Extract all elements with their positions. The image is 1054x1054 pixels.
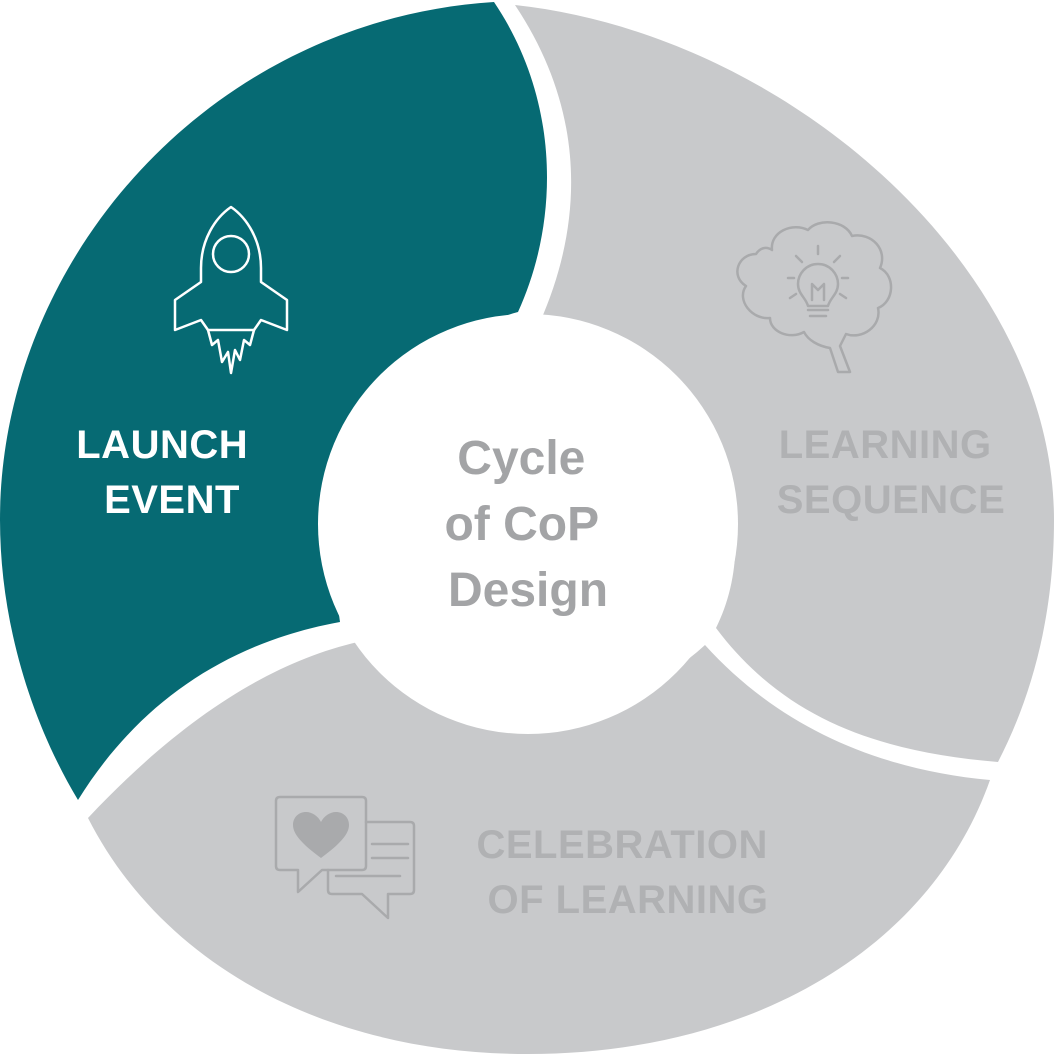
- segment-celebration-label: CELEBRATION OF LEARNING: [476, 823, 779, 922]
- segment-learning-label-line-1: LEARNING: [779, 423, 992, 467]
- rocket-icon: [173, 205, 289, 375]
- segment-launch-label: LAUNCH EVENT: [76, 423, 260, 522]
- segment-celebration-shape: [88, 642, 990, 1054]
- center-title-line-1: Cycle: [457, 432, 585, 485]
- center-title-line-3: Design: [448, 564, 608, 617]
- segment-learning[interactable]: [515, 5, 1054, 762]
- segment-celebration-label-line-2: OF LEARNING: [487, 878, 768, 922]
- center-circle: [318, 314, 738, 734]
- segment-celebration-label-line-1: CELEBRATION: [476, 823, 767, 867]
- segment-learning-label-line-2: SEQUENCE: [777, 478, 1006, 522]
- segment-learning-shape: [515, 5, 1054, 762]
- segment-launch-label-line-1: LAUNCH: [76, 423, 248, 467]
- brain-lightbulb-icon: [736, 221, 893, 374]
- heart-chat-icon: [274, 795, 416, 920]
- center-title: Cycle of CoP Design: [444, 432, 611, 617]
- center-title-line-2: of CoP: [444, 498, 598, 551]
- segment-celebration[interactable]: [88, 642, 990, 1054]
- segment-launch-label-line-2: EVENT: [104, 478, 240, 522]
- segment-launch[interactable]: [0, 2, 548, 800]
- segment-launch-shape: [0, 2, 548, 800]
- segment-learning-label: LEARNING SEQUENCE: [777, 423, 1006, 522]
